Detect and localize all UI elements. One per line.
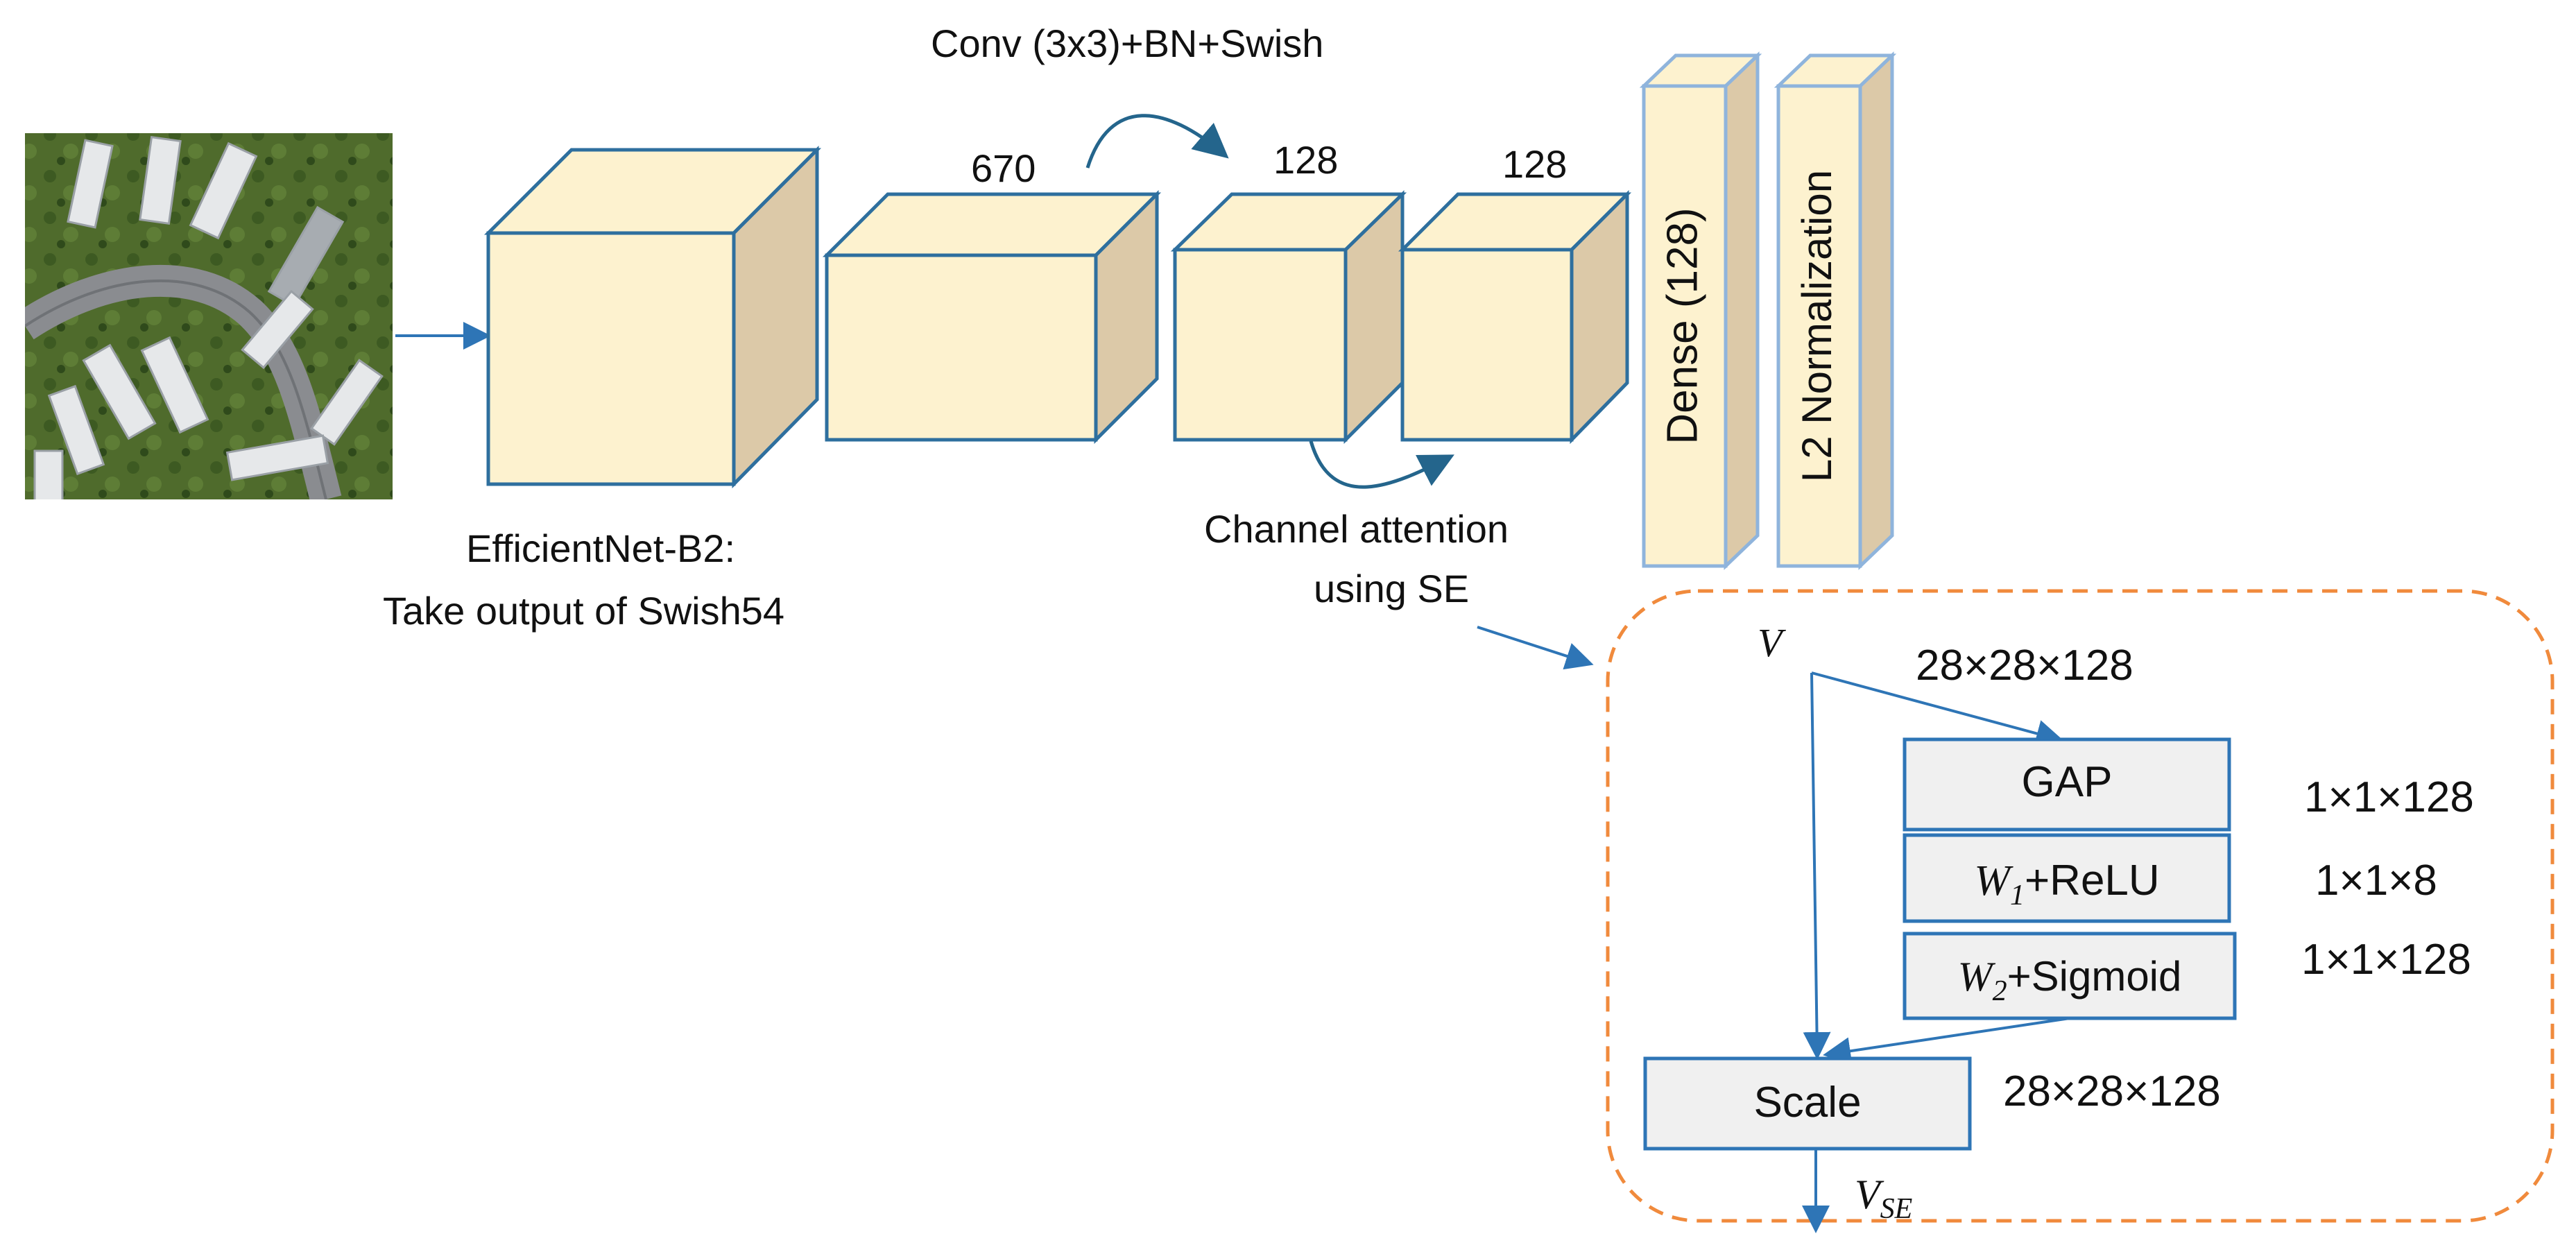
w1-dims: 1×1×8 [2315,857,2437,904]
gap-label: GAP [2022,758,2113,806]
w2-symbol: W [1958,954,1996,1000]
feature-block-128-se [1398,189,1632,445]
w2-sigmoid-block: W2+Sigmoid [1903,932,2237,1020]
conv-curve-arrow [1085,114,1229,169]
aerial-input-image [25,133,393,499]
attention-curve-arrow [1309,440,1454,489]
backbone-label-line1: EfficientNet-B2: [466,526,735,570]
se-pointer-arrow [1477,626,1594,670]
svg-text:VSE: VSE [1855,1172,1912,1225]
w1-symbol: W [1974,857,2013,904]
gap-block: GAP [1903,737,2231,832]
w1-activation: +ReLU [2025,857,2160,904]
se-detail-panel [1606,589,2554,1223]
scale-block: Scale [1643,1056,1972,1151]
gap-dims: 1×1×128 [2304,773,2474,821]
se-to-gap-arrow [1811,671,2064,747]
block-128-conv-label: 128 [1273,138,1338,182]
w1-relu-block: W1+ReLU [1903,833,2231,923]
feature-block-128-conv [1170,190,1407,445]
l2-label: L2 Normalization [1794,170,1840,482]
w2-activation: +Sigmoid [2007,953,2182,1000]
backbone-label-line2: Take output of Swish54 [383,589,784,633]
sigmoid-to-scale-arrow [1823,1017,2070,1065]
vse-subscript: SE [1880,1193,1913,1225]
dense-layer [1639,51,1762,570]
w2-dims: 1×1×128 [2301,936,2471,984]
attention-label-line2: using SE [1314,567,1469,610]
dense-label: Dense (128) [1658,207,1706,444]
svg-text:W1+ReLU: W1+ReLU [1974,857,2159,911]
block-128-se-label: 128 [1502,142,1567,186]
se-input-dims: 28×28×128 [1916,642,2133,689]
scale-label: Scale [1753,1079,1861,1126]
block-670-label: 670 [971,146,1036,190]
scale-dims: 28×28×128 [2003,1067,2221,1115]
w2-subscript: 2 [1993,975,2007,1007]
conv-label: Conv (3x3)+BN+Swish [931,22,1323,65]
se-input-v: V [1758,620,1787,665]
vse-symbol: V [1855,1172,1884,1217]
se-skip-arrow [1803,672,1831,1060]
feature-block-backbone [483,145,822,489]
w1-subscript: 1 [2010,880,2025,911]
svg-text:W2+Sigmoid: W2+Sigmoid [1958,953,2182,1007]
feature-block-670 [822,189,1162,445]
l2-normalization-layer [1774,51,1897,570]
attention-label-line1: Channel attention [1204,507,1509,551]
